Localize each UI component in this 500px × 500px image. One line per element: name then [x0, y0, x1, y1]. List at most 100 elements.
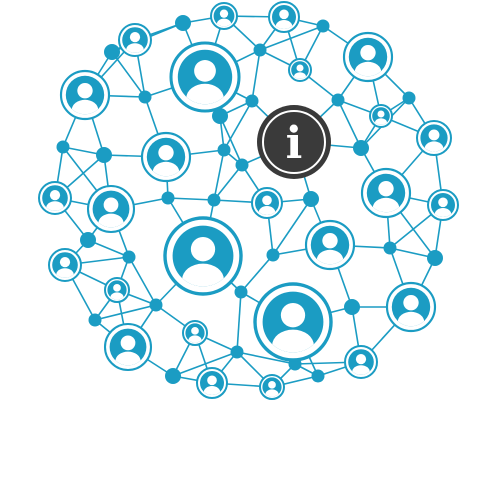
user-avatar-node[interactable] — [103, 322, 153, 372]
connection-line — [213, 149, 225, 201]
connection-line — [236, 351, 296, 365]
user-icon — [397, 295, 425, 327]
user-avatar-node[interactable] — [104, 277, 130, 303]
user-icon — [98, 197, 124, 228]
info-badge-circle[interactable] — [257, 105, 331, 179]
user-avatar-node[interactable] — [182, 320, 208, 346]
user-icon — [115, 335, 141, 366]
network-hub-dot — [344, 299, 360, 315]
network-hub-dot — [149, 298, 163, 312]
connection-line — [172, 351, 238, 377]
network-hub-dot — [230, 345, 244, 359]
network-hub-dot — [122, 250, 136, 264]
user-icon — [110, 284, 124, 300]
network-hub-dot — [266, 248, 280, 262]
user-avatar-node[interactable] — [163, 216, 243, 296]
network-hub-dot — [235, 158, 249, 172]
network-hub-dot — [383, 241, 397, 255]
network-hub-dot — [402, 91, 416, 105]
user-avatar-node[interactable] — [118, 23, 152, 57]
connection-line — [251, 49, 261, 102]
connection-line — [272, 198, 312, 256]
user-avatar-node[interactable] — [253, 282, 333, 362]
user-icon — [46, 190, 64, 211]
network-hub-dot — [217, 143, 231, 157]
user-icon — [186, 59, 224, 105]
user-avatar-node[interactable] — [48, 248, 82, 282]
network-hub-dot — [161, 191, 175, 205]
user-icon — [352, 354, 370, 375]
user-icon — [293, 64, 307, 79]
network-hub-dot — [56, 140, 70, 154]
network-avatars — [38, 1, 459, 400]
user-icon — [275, 9, 293, 29]
network-hub-dot — [353, 140, 369, 156]
user-icon — [272, 303, 314, 353]
connection-line — [223, 100, 253, 151]
network-hub-dot — [331, 93, 345, 107]
network-hub-dot — [80, 232, 96, 248]
network-hub-dot — [104, 44, 120, 60]
user-icon — [216, 9, 232, 27]
connection-line — [219, 115, 243, 166]
connection-line — [236, 291, 242, 353]
connection-line — [128, 256, 157, 306]
user-avatar-node[interactable] — [360, 167, 412, 219]
network-hub-dot — [253, 43, 267, 57]
user-icon — [126, 32, 144, 53]
user-icon — [424, 129, 444, 152]
user-avatar-node[interactable] — [385, 281, 437, 333]
connection-line — [213, 164, 243, 201]
user-icon — [71, 83, 99, 115]
network-hub-dot — [175, 15, 191, 31]
user-avatar-node[interactable] — [59, 69, 111, 121]
connection-line — [240, 254, 274, 293]
connection-line — [94, 304, 157, 321]
user-avatar-node[interactable] — [169, 41, 241, 113]
user-icon — [434, 197, 452, 217]
network-hub-dot — [96, 147, 112, 163]
network-hub-dot — [316, 19, 330, 33]
user-icon — [354, 45, 382, 77]
user-icon — [182, 237, 224, 287]
user-icon — [258, 195, 276, 215]
user-avatar-node[interactable] — [268, 1, 300, 33]
network-hubs — [56, 15, 443, 384]
user-icon — [374, 110, 388, 125]
info-badge[interactable]: i — [257, 105, 331, 179]
user-avatar-node[interactable] — [140, 131, 192, 183]
user-avatar-node[interactable] — [416, 120, 452, 156]
user-avatar-node[interactable] — [344, 345, 378, 379]
user-icon — [372, 181, 400, 213]
network-hub-dot — [427, 250, 443, 266]
network-hub-dot — [165, 368, 181, 384]
user-avatar-node[interactable] — [259, 374, 285, 400]
connection-line — [111, 51, 146, 98]
network-hub-dot — [303, 191, 319, 207]
info-badge-ring — [262, 110, 326, 174]
user-avatar-node[interactable] — [210, 2, 238, 30]
network-hub-dot — [234, 285, 248, 299]
user-icon — [316, 233, 344, 265]
user-icon — [152, 145, 180, 177]
network-hub-dot — [138, 90, 152, 104]
user-avatar-node[interactable] — [304, 219, 356, 271]
network-hub-dot — [311, 369, 325, 383]
user-avatar-node[interactable] — [86, 184, 136, 234]
network-hub-dot — [212, 108, 228, 124]
user-avatar-node[interactable] — [369, 104, 393, 128]
connection-line — [167, 197, 215, 201]
user-avatar-node[interactable] — [38, 181, 72, 215]
user-icon — [265, 381, 279, 397]
user-avatar-node[interactable] — [427, 189, 459, 221]
connection-line — [337, 99, 362, 149]
user-icon — [56, 257, 74, 278]
user-avatar-node[interactable] — [196, 367, 228, 399]
connection-line — [259, 25, 324, 51]
info-icon: i — [286, 118, 303, 169]
user-avatar-node[interactable] — [251, 187, 283, 219]
user-icon — [188, 327, 202, 343]
user-avatar-node[interactable] — [288, 58, 312, 82]
user-avatar-node[interactable] — [342, 31, 394, 83]
